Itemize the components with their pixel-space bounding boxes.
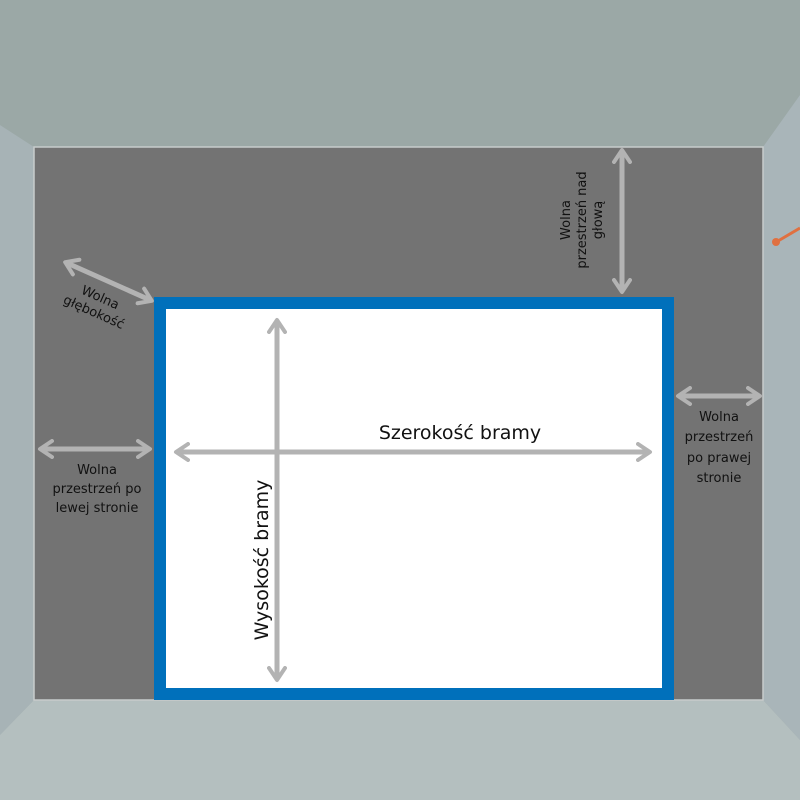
left-wall [0,125,34,735]
left-space-label: Wolna przestrzeń po lewej stronie [52,463,141,516]
gate-opening [154,297,674,700]
gate-width-label: Szerokość bramy [379,422,541,444]
ceiling [0,0,800,147]
svg-text:przestrzeń nad: przestrzeń nad [575,171,590,268]
svg-text:Wolna: Wolna [699,410,739,425]
svg-text:lewej stronie: lewej stronie [56,501,139,516]
svg-text:Wolna: Wolna [559,200,574,240]
svg-text:przestrzeń po: przestrzeń po [52,482,141,497]
right-wall [763,95,800,740]
svg-text:po prawej: po prawej [687,451,751,466]
headroom-label: Wolna przestrzeń nad głową [559,171,606,268]
right-space-label: Wolna przestrzeń po prawej stronie [685,410,754,486]
svg-text:stronie: stronie [697,471,742,486]
svg-text:głową: głową [591,201,606,240]
orange-dot-icon [772,238,780,246]
svg-text:Wolna: Wolna [77,463,117,478]
gate-height-label: Wysokość bramy [251,480,273,641]
svg-text:przestrzeń: przestrzeń [685,430,754,445]
orange-marker-icon [777,226,800,243]
depth-arrow [63,257,154,306]
floor [0,700,800,800]
